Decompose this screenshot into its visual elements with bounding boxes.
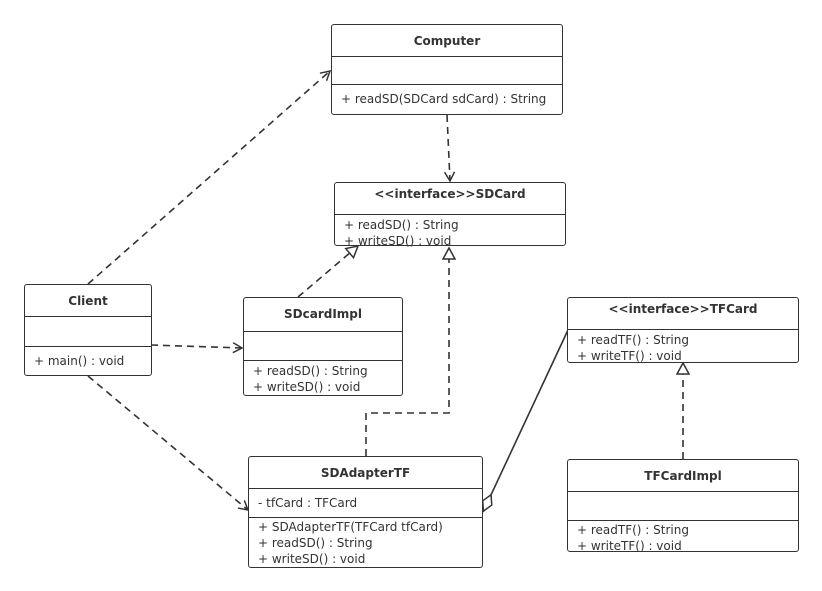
class-computer[interactable]: Computer + readSD(SDCard sdCard) : Strin… xyxy=(331,24,563,115)
method: + SDAdapterTF(TFCard tfCard) xyxy=(258,520,443,534)
attributes-section xyxy=(244,331,402,360)
class-name: SDAdapterTF xyxy=(320,466,411,480)
method: + writeTF() : void xyxy=(577,539,682,553)
method: + readTF() : String xyxy=(577,333,689,347)
dependency-computer-sdcard xyxy=(443,114,456,183)
realization-sdadapter-sdcard xyxy=(365,248,449,456)
class-name: SDcardImpl xyxy=(284,307,362,321)
method: + readSD(SDCard sdCard) : String xyxy=(341,92,547,106)
methods-section: + readSD(SDCard sdCard) : String xyxy=(332,84,562,107)
aggregation-sdadapter-tfcard xyxy=(483,329,569,512)
attribute: - tfCard : TFCard xyxy=(258,496,358,510)
method: + readSD() : String xyxy=(344,218,459,232)
attributes-section xyxy=(25,316,151,346)
methods-section: + main() : void xyxy=(25,346,151,369)
dependency-client-sdcardimpl xyxy=(150,342,244,354)
class-sdadapter[interactable]: SDAdapterTF - tfCard : TFCard + SDAdapte… xyxy=(248,456,483,568)
class-sdcardimpl[interactable]: SDcardImpl + readSD() : String + writeSD… xyxy=(243,297,403,396)
method: + writeSD() : void xyxy=(253,380,361,394)
method: + readTF() : String xyxy=(577,523,689,537)
methods-section: + readTF() : String + writeTF() : void xyxy=(568,520,798,554)
interface-tfcard[interactable]: <<interface>>TFCard + readTF() : String … xyxy=(567,297,799,363)
class-name: Client xyxy=(68,294,108,308)
method: + readSD() : String xyxy=(258,536,373,550)
method: + writeSD() : void xyxy=(344,234,452,248)
dependency-client-computer xyxy=(87,69,332,285)
class-name: <<interface>>TFCard xyxy=(608,302,758,316)
methods-section: + SDAdapterTF(TFCard tfCard) + readSD() … xyxy=(249,517,482,567)
dependency-client-sdadapter xyxy=(87,375,250,511)
method: + readSD() : String xyxy=(253,364,368,378)
methods-section: + readSD() : String + writeSD() : void xyxy=(244,360,402,395)
methods-section: + readSD() : String + writeSD() : void xyxy=(335,214,565,249)
methods-section: + readTF() : String + writeTF() : void xyxy=(568,329,798,364)
interface-sdcard[interactable]: <<interface>>SDCard + readSD() : String … xyxy=(334,182,566,249)
class-name: Computer xyxy=(413,34,481,48)
class-name: <<interface>>SDCard xyxy=(374,187,526,201)
class-name: TFCardImpl xyxy=(644,469,722,483)
method: + writeTF() : void xyxy=(577,349,682,363)
attributes-section xyxy=(332,56,562,84)
class-client[interactable]: Client + main() : void xyxy=(24,284,152,376)
method: + writeSD() : void xyxy=(258,552,366,566)
method: + main() : void xyxy=(34,354,125,368)
attributes-section: - tfCard : TFCard xyxy=(249,488,482,517)
attributes-section xyxy=(568,491,798,520)
realization-sdcardimpl-sdcard xyxy=(297,246,358,298)
class-tfcardimpl[interactable]: TFCardImpl + readTF() : String + writeTF… xyxy=(567,459,799,554)
